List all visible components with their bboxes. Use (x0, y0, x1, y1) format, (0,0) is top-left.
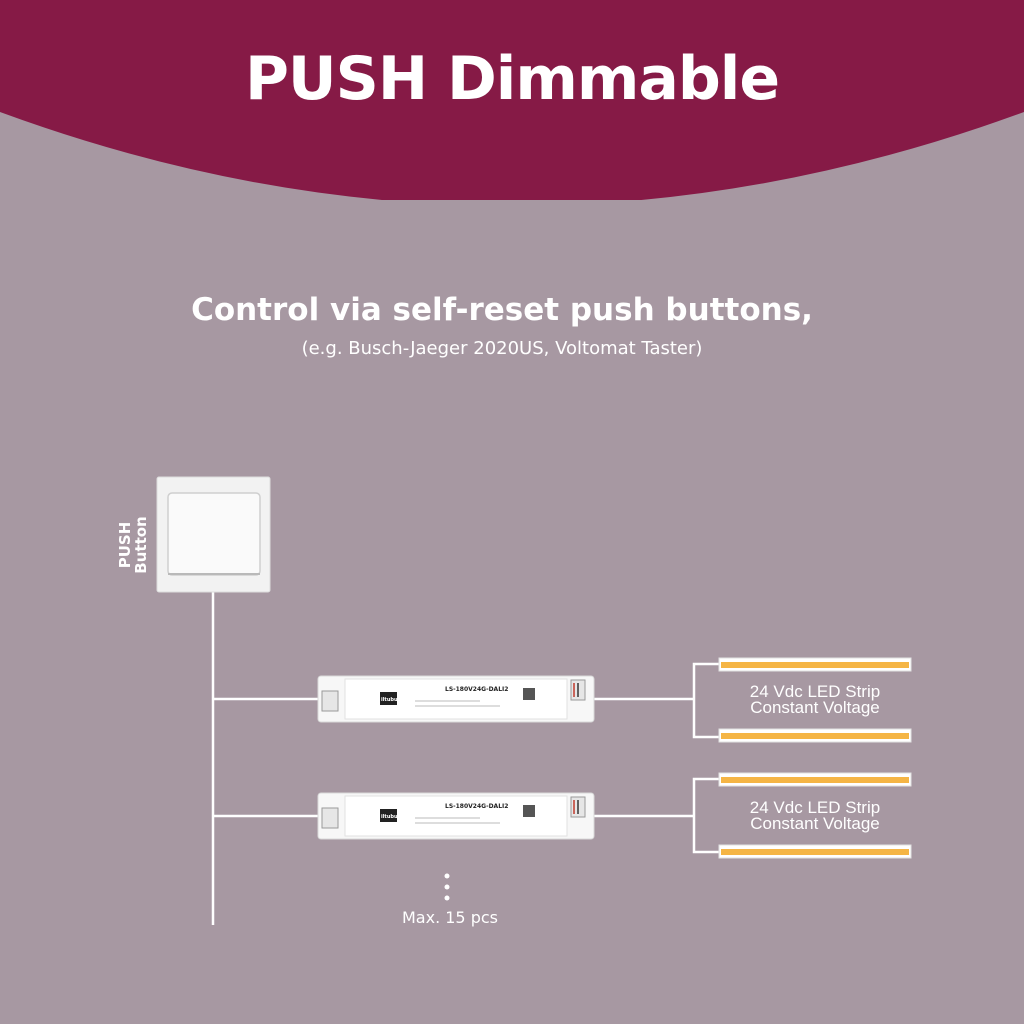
led-strip-1b (718, 728, 912, 743)
led-driver-1 (317, 675, 595, 723)
push-label-line1: PUSH (116, 521, 134, 569)
driver-1-model: LS-180V24G-DALI2 (445, 686, 508, 693)
strip-bracket-1 (692, 662, 720, 739)
driver-2-model: LS-180V24G-DALI2 (445, 803, 508, 810)
more-dots (444, 873, 450, 901)
led-strip-2a (718, 772, 912, 787)
push-button-switch (156, 476, 271, 593)
page-title: PUSH Dimmable (244, 44, 780, 114)
max-count-label: Max. 15 pcs (402, 908, 498, 927)
driver-1-brand: iltuburg (381, 697, 404, 703)
push-label-line2: Button (132, 516, 150, 574)
led-driver-2 (317, 792, 595, 840)
strip-label-1-line1: 24 Vdc LED Strip (749, 682, 881, 701)
led-strip-1a (718, 657, 912, 672)
strip-label-1: 24 Vdc LED Strip Constant Voltage (685, 682, 945, 717)
push-button-label: PUSH Button (116, 500, 157, 590)
driver-2-brand: iltuburg (381, 814, 404, 820)
header-banner (0, 0, 1024, 200)
strip-label-1-line2: Constant Voltage (750, 698, 880, 717)
strip-bracket-2 (692, 777, 720, 854)
strip-label-2-line1: 24 Vdc LED Strip (749, 798, 881, 817)
led-strip-2b (718, 844, 912, 859)
subtitle: Control via self-reset push buttons, (191, 292, 813, 328)
strip-label-2: 24 Vdc LED Strip Constant Voltage (685, 798, 945, 833)
strip-label-2-line2: Constant Voltage (750, 814, 880, 833)
subtitle-note: (e.g. Busch-Jaeger 2020US, Voltomat Tast… (301, 338, 703, 359)
